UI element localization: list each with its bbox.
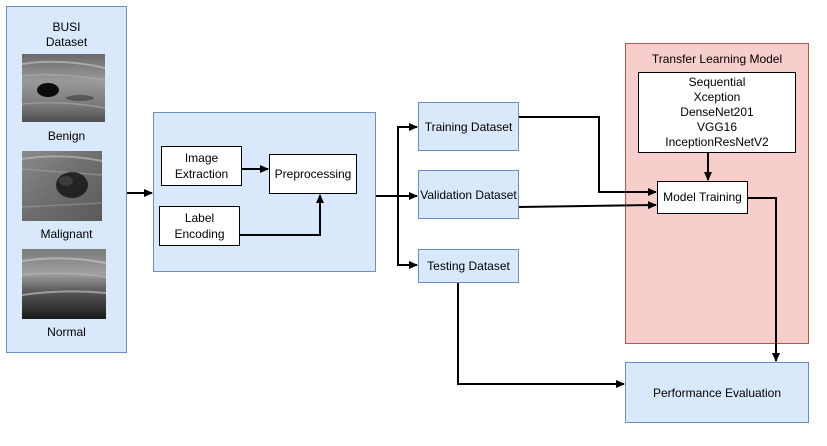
normal-label: Normal bbox=[47, 325, 86, 339]
training-dataset-box: Training Dataset bbox=[418, 102, 519, 151]
label-encoding-line2: Encoding bbox=[174, 227, 225, 241]
label-encoding-line1: Label bbox=[184, 210, 215, 225]
benign-label: Benign bbox=[47, 129, 86, 143]
model-vgg16: VGG16 bbox=[696, 120, 738, 134]
image-extraction-box: Image Extraction bbox=[161, 146, 242, 186]
malignant-ultrasound-image bbox=[22, 151, 102, 221]
transfer-learning-title: Transfer Learning Model bbox=[651, 52, 783, 66]
arrow-testing-to-evaluation bbox=[457, 283, 625, 388]
image-extraction-line1: Image bbox=[184, 150, 219, 165]
benign-ultrasound-image bbox=[22, 54, 105, 122]
image-extraction-line2: Extraction bbox=[174, 167, 229, 181]
model-sequential: Sequential bbox=[688, 75, 746, 89]
model-densenet201: DenseNet201 bbox=[680, 105, 754, 119]
label-encoding-box: Label Encoding bbox=[159, 206, 240, 246]
arrow-preprocess-to-training bbox=[397, 123, 418, 196]
preprocessing-box: Preprocessing bbox=[269, 154, 357, 194]
arrow-encoding-to-preprocessing bbox=[240, 194, 324, 236]
performance-evaluation-box: Performance Evaluation bbox=[625, 362, 809, 423]
busi-title-line1: BUSI bbox=[52, 20, 81, 34]
arrow-validation-to-model bbox=[518, 201, 657, 210]
model-inceptionresnetv2: InceptionResNetV2 bbox=[665, 135, 769, 149]
testing-dataset-box: Testing Dataset bbox=[418, 249, 519, 283]
busi-title-line2: Dataset bbox=[45, 35, 88, 49]
arrow-preprocess-to-testing bbox=[397, 196, 418, 269]
model-list-box: Sequential Xception DenseNet201 VGG16 In… bbox=[638, 72, 796, 153]
model-training-box: Model Training bbox=[657, 181, 748, 214]
normal-ultrasound-image bbox=[22, 249, 106, 319]
malignant-label: Malignant bbox=[40, 227, 93, 241]
model-xception: Xception bbox=[693, 90, 741, 104]
arrow-training-to-model bbox=[519, 116, 657, 196]
arrow-training-to-evaluation bbox=[748, 197, 780, 362]
validation-dataset-box: Validation Dataset bbox=[418, 170, 519, 219]
